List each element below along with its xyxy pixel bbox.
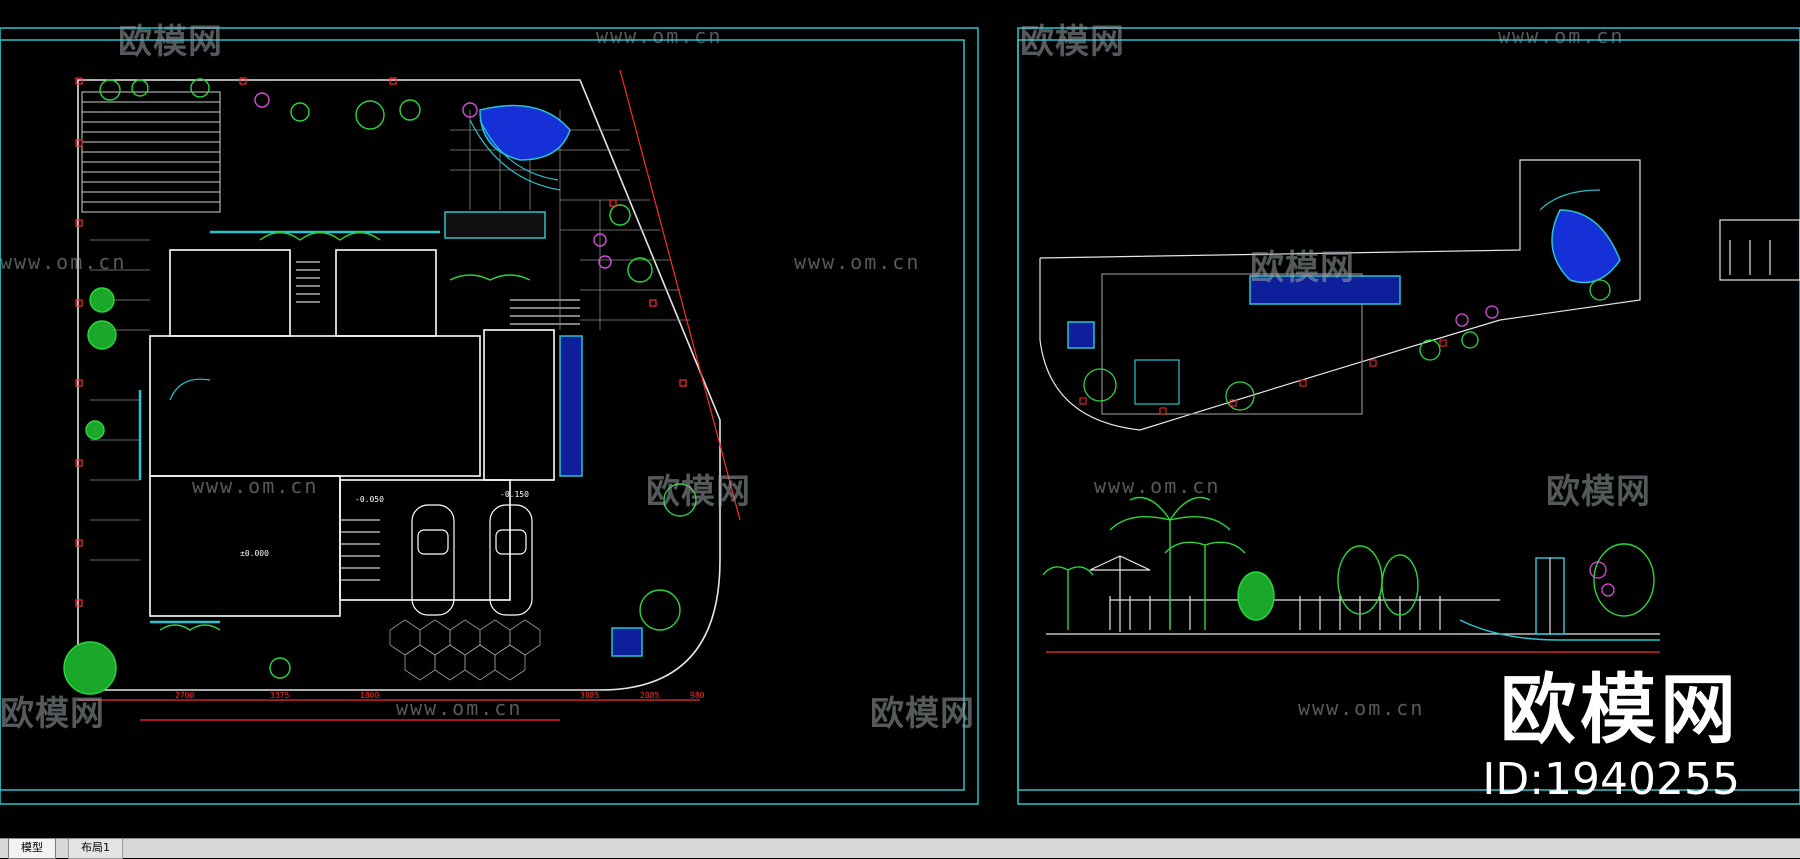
brand-logo-text: 欧模网 [1500, 665, 1740, 754]
watermark-logo: 欧模网 [646, 472, 751, 512]
watermark-url: www.om.cn [192, 474, 319, 498]
level-texts: ±0.000 -0.050 -0.150 [240, 490, 529, 558]
stairs [296, 261, 580, 581]
partial-plan-boundary [1039, 159, 1641, 431]
left-outer-frame [0, 27, 979, 805]
elevation-trees [1042, 496, 1655, 630]
sheet-frames [0, 27, 1800, 805]
watermark-logo: 欧模网 [870, 694, 975, 734]
dimension-texts: 2700 3375 1800 3885 2085 980 [175, 691, 705, 700]
watermark-logo: 欧模网 [0, 694, 105, 734]
site-boundary [77, 79, 721, 691]
dimension-text: 2085 [640, 691, 659, 700]
left-inner-frame [0, 39, 965, 791]
partial-plan-markers [1079, 339, 1447, 415]
partial-plan-vegetation [1083, 279, 1611, 411]
dimension-text: 2700 [175, 691, 194, 700]
watermark-logo: 欧模网 [1546, 472, 1651, 512]
right-inner-frame [1017, 39, 1800, 791]
paving-grid [90, 110, 690, 561]
watermark-logo: 欧模网 [1250, 248, 1355, 288]
vegetation [63, 78, 697, 695]
site-plan [77, 79, 721, 691]
level-label: -0.150 [500, 490, 529, 499]
elevation-flowers [1589, 561, 1615, 597]
dimension-text: 3375 [270, 691, 289, 700]
level-label: -0.050 [355, 495, 384, 504]
partial-plan-flowers [1455, 305, 1499, 327]
tab-model[interactable]: 模型 [8, 839, 56, 859]
dimension-lines [75, 69, 741, 721]
brand-id: ID:1940255 [1482, 754, 1740, 805]
cad-drawing: 2700 3375 1800 3885 2085 980 ±0.000 -0.0… [0, 27, 1800, 805]
partial-plan [1039, 159, 1800, 431]
watermark-url: www.om.cn [596, 24, 723, 48]
curved-steps [169, 119, 561, 401]
building-walls [149, 249, 555, 617]
watermark-logo: 欧模网 [1020, 22, 1125, 62]
watermark-url: www.om.cn [1094, 474, 1221, 498]
watermark-url: www.om.cn [1298, 696, 1425, 720]
watermark-url: www.om.cn [396, 696, 523, 720]
elevation-section [1046, 555, 1660, 653]
watermark-url: www.om.cn [0, 250, 127, 274]
deck-hatch [81, 91, 221, 213]
flower-accents [254, 92, 612, 269]
dimension-text: 1800 [360, 691, 379, 700]
dimension-text: 3885 [580, 691, 599, 700]
dimension-text: 980 [690, 691, 705, 700]
layout-tab-bar: 模型 布局1 [0, 838, 1800, 859]
watermark-url: www.om.cn [794, 250, 921, 274]
hex-paving [389, 619, 541, 681]
cad-model-space[interactable]: 2700 3375 1800 3885 2085 980 ±0.000 -0.0… [0, 0, 1800, 838]
car-outlines [411, 504, 533, 616]
watermark-logo: 欧模网 [118, 22, 223, 62]
water-features [444, 104, 643, 657]
level-label: ±0.000 [240, 549, 269, 558]
tab-layout-1[interactable]: 布局1 [68, 839, 123, 859]
watermark-url: www.om.cn [1498, 24, 1625, 48]
